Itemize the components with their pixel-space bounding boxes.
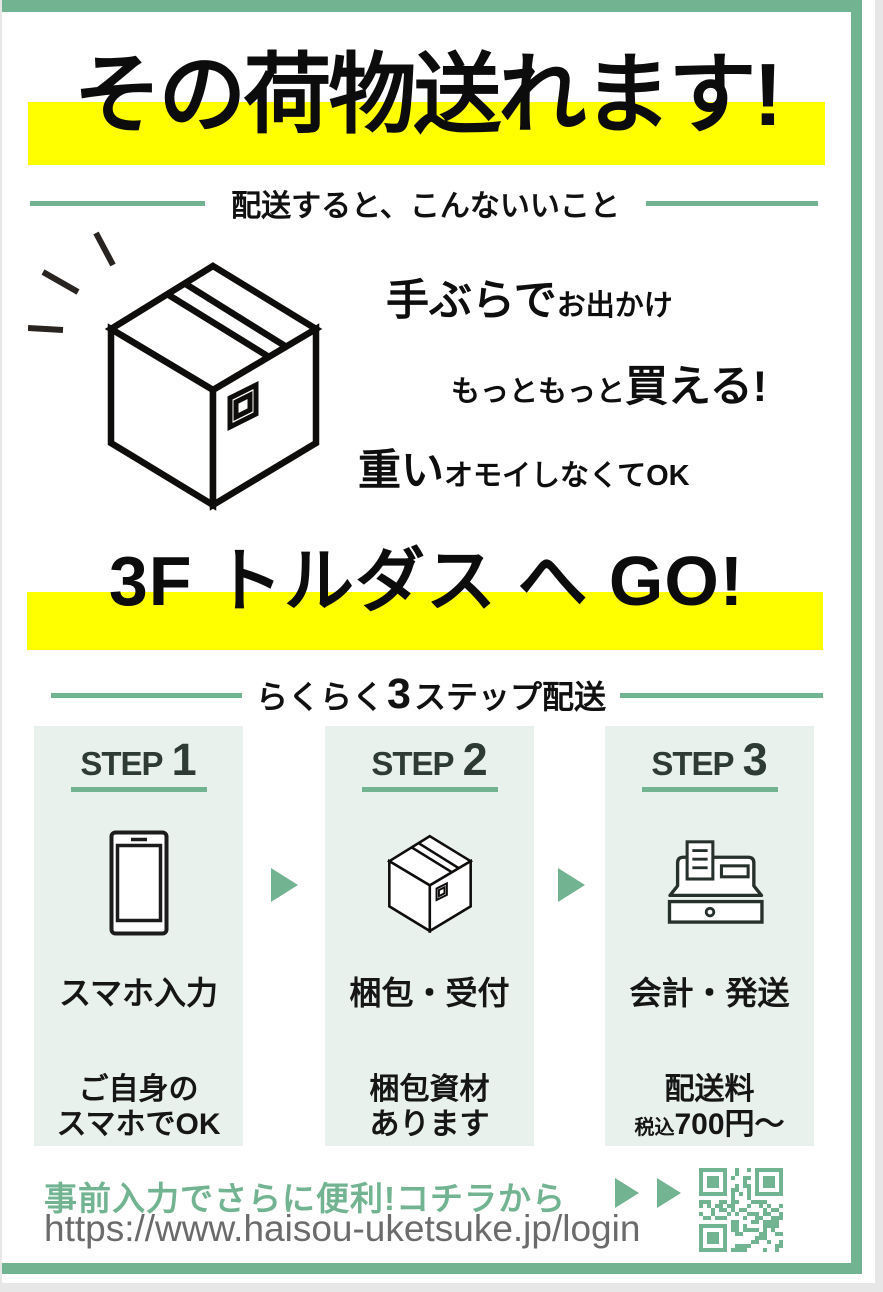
footer-url: https://www.haisou-uketsuke.jp/login bbox=[44, 1208, 641, 1249]
step-note: ご自身の スマホでOK bbox=[56, 1072, 220, 1146]
step-number: 2 bbox=[462, 734, 488, 785]
benefit-text-small: お出かけ bbox=[556, 290, 673, 322]
step-icon-wrap bbox=[386, 830, 474, 936]
benefits-heading: 配送すると、こんないいこと bbox=[231, 190, 620, 223]
divider-line-left bbox=[30, 200, 205, 206]
benefit-item: もっともっと買える! bbox=[451, 352, 767, 414]
divider-line-right bbox=[619, 692, 823, 698]
step-title: スマホ入力 bbox=[58, 975, 219, 1011]
steps-heading-number: 3 bbox=[387, 670, 411, 718]
footer-lead-text: 事前入力でさらに便利!コチラから bbox=[44, 1180, 566, 1217]
step-label: STEP bbox=[80, 745, 163, 782]
steps-heading-post: ステップ配送 bbox=[413, 679, 606, 715]
step-note-line1: 梱包資材 bbox=[369, 1073, 490, 1106]
right-triangle-arrow-icon bbox=[558, 868, 585, 902]
step-icon-wrap bbox=[109, 830, 169, 936]
shipping-box-icon bbox=[28, 231, 323, 511]
step-note-line2: あります bbox=[369, 1108, 490, 1141]
qr-code bbox=[699, 1168, 783, 1252]
benefit-text-small: もっともっと bbox=[451, 376, 626, 408]
steps-heading-pre: らくらく bbox=[256, 679, 385, 715]
frame-bar-right bbox=[851, 0, 862, 1274]
step-title: 会計・発送 bbox=[629, 975, 790, 1011]
step-title: 梱包・受付 bbox=[349, 975, 510, 1011]
frame-bar-top bbox=[2, 0, 862, 12]
cta-banner: 3F トルダス へ GO! bbox=[108, 542, 745, 620]
step-note-line1: ご自身の bbox=[78, 1073, 199, 1106]
right-triangle-arrow-icon bbox=[271, 868, 298, 902]
step-underline bbox=[641, 786, 778, 792]
step-note-line2: スマホでOK bbox=[56, 1108, 221, 1141]
step-number: 1 bbox=[171, 734, 197, 785]
step-underline bbox=[361, 786, 498, 792]
divider-line-right bbox=[646, 200, 818, 206]
benefit-item: 手ぶらでお出かけ bbox=[386, 266, 673, 328]
cta-yellow-highlight bbox=[27, 592, 823, 650]
shipping-box-icon bbox=[387, 834, 472, 933]
step-label: STEP bbox=[371, 745, 454, 782]
benefit-text-big: 買える! bbox=[625, 363, 768, 411]
step-note: 配送料 税込700円〜 bbox=[634, 1072, 784, 1146]
benefit-text-small: オモイしなくてOK bbox=[444, 460, 690, 492]
steps-heading: らくらく3ステップ配送 bbox=[242, 672, 620, 718]
step-icon-wrap bbox=[649, 830, 771, 936]
benefit-item: 重いオモイしなくてOK bbox=[358, 436, 690, 498]
steps-section-divider: らくらく3ステップ配送 bbox=[51, 672, 823, 718]
sparkle-lines bbox=[28, 231, 116, 333]
benefits-section-divider: 配送すると、こんないいこと bbox=[30, 186, 818, 223]
step-label: STEP bbox=[651, 745, 734, 782]
title-yellow-highlight bbox=[28, 102, 825, 165]
cash-register-icon bbox=[667, 840, 764, 924]
step-note: 梱包資材 あります bbox=[370, 1072, 490, 1146]
right-triangle-arrow-icon bbox=[615, 1178, 639, 1208]
benefit-text-big: 手ぶらで bbox=[386, 277, 557, 325]
poster-title: その荷物送れます! bbox=[73, 45, 782, 144]
smartphone-icon bbox=[109, 830, 168, 936]
divider-line-left bbox=[51, 692, 242, 698]
step-underline bbox=[70, 786, 207, 792]
step-note-line2: 税込700円〜 bbox=[634, 1108, 785, 1141]
step-note-line1: 配送料 bbox=[664, 1073, 755, 1106]
right-triangle-arrow-icon bbox=[657, 1178, 681, 1208]
step-note-prefix: 税込 bbox=[634, 1117, 675, 1139]
benefit-text-big: 重い bbox=[358, 447, 444, 495]
frame-bar-bottom bbox=[2, 1263, 862, 1274]
step-number: 3 bbox=[742, 734, 768, 785]
